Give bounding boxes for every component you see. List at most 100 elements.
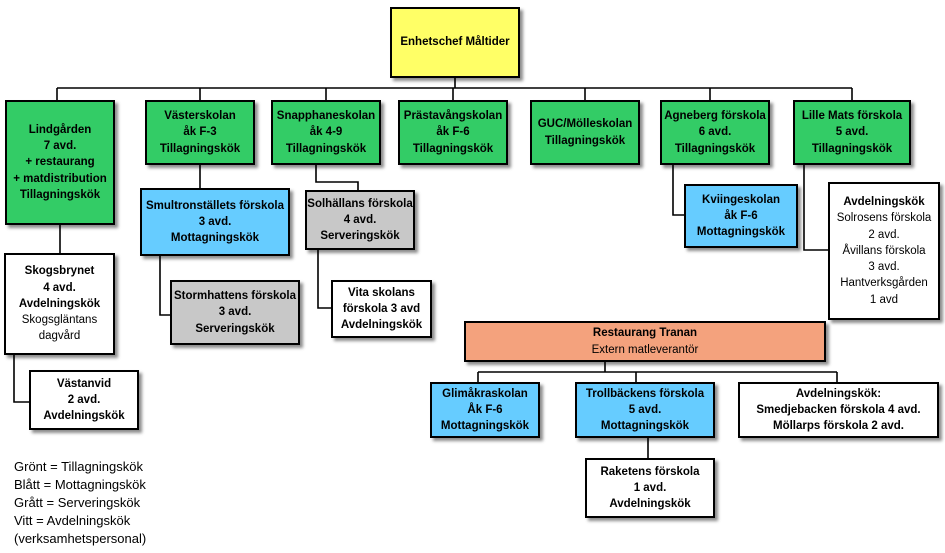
box-line: 6 avd. [698,126,732,139]
box-line: Smultronställets förskola [145,199,285,212]
color-legend: Grönt = Tillagningskök Blått = Mottagnin… [14,458,146,548]
box-line: Möllarps förskola 2 avd. [772,420,904,433]
link-lillemats-avdkok [803,165,828,251]
box-line: åk F-6 [724,209,758,222]
box-line: åk F-3 [183,126,217,139]
box-line: Tillagningskök [544,134,626,147]
box-line: Tillagningskök [159,142,241,155]
box-line: Avdelningskök [43,410,125,423]
box-line: GUC/Mölleskolan [537,118,633,131]
box-line: Agneberg förskola [664,110,766,122]
box-line: Prästavångskolan [403,110,503,122]
box-line: 4 avd. [343,213,377,226]
box-line: 7 avd. [43,140,77,152]
box-line: Trollbäckens förskola [585,387,705,400]
box-line: Mottagningskök [440,420,530,433]
box-line: Tillagningskök [674,142,756,155]
box-line: 3 avd. [868,261,900,274]
box-line: Västerskolan [164,110,236,122]
box-line: Stormhattens förskola [173,290,297,302]
link-solhallan-vita [317,250,331,309]
box-line: Lille Mats förskola [801,110,903,122]
box-line: Åk F-6 [467,403,503,416]
box-line: 5 avd. [835,126,869,139]
box-line: Avdelningskök: [795,387,882,400]
box-line: Lindgården [28,123,92,136]
box-line: Snapphaneskolan [276,110,376,122]
box-line: Avdelningskök [340,319,423,332]
box-line: 1 avd [869,293,899,306]
box-line: Serveringskök [320,230,400,243]
node-solhallan: Solhällans förskola 4 avd. Serveringskök [305,190,415,250]
box-line: Västanvid [56,377,112,390]
box-line: + matdistribution [13,172,107,185]
box-line: Tillagningskök [19,188,101,201]
legend-note: (verksamhetspersonal) [14,531,147,546]
box-line: 2 avd. [67,393,101,406]
box-line: Tillagningskök [811,142,893,155]
box-line: Skogsgläntans [21,314,98,327]
link-skogsbrynet-vastanvid [13,355,29,403]
node-raketens: Raketens förskola 1 avd. Avdelningskök [585,458,715,518]
box-line: Åvillans förskola [842,244,926,257]
box-line: Extern matleverantör [591,343,699,356]
box-line: Mottagningskök [696,226,786,239]
box-line: förskola 3 avd [342,302,421,315]
node-enhetschef: Enhetschef Måltider [390,7,520,78]
box-line: Smedjebacken förskola 4 avd. [756,403,921,416]
box-line: 3 avd. [198,215,232,228]
box-line: Enhetschef Måltider [400,36,510,49]
box-line: åk F-6 [436,126,470,139]
box-line: Restaurang Tranan [592,327,698,340]
node-lille-mats: Lille Mats förskola 5 avd. Tillagningskök [793,100,911,165]
node-vastanvid: Västanvid 2 avd. Avdelningskök [29,370,139,430]
box-line: dagvård [38,330,81,343]
box-line: Glimåkraskolan [442,387,528,400]
legend-blue: Blått = Mottagningskök [14,477,146,492]
link-smultron-stormhatten [159,256,170,316]
box-line: Kviingeskolan [702,193,780,206]
box-line: Mottagningskök [170,232,260,245]
box-line: Serveringskök [195,322,275,335]
box-line: Vita skolans [348,286,415,299]
box-line: Skogsbrynet [24,265,95,278]
box-line: Raketens förskola [600,465,700,478]
node-trollbackens: Trollbäckens förskola 5 avd. Mottagningskö… [575,382,715,438]
box-line: 2 avd. [868,228,900,241]
box-line: Avdelningskök [609,498,691,511]
box-line: 1 avd. [633,481,667,494]
box-line: Avdelningskök [843,195,925,208]
box-line: Solrosens förskola [836,212,932,225]
legend-white: Vitt = Avdelningskök [14,513,131,528]
node-smedjebacken: Avdelningskök: Smedjebacken förskola 4 av… [738,382,939,438]
node-agneberg: Agneberg förskola 6 avd. Tillagningskök [660,100,770,165]
box-line: Mottagningskök [600,420,690,433]
box-line: åk 4-9 [309,126,343,139]
box-line: 3 avd. [218,306,252,319]
box-line: Solhällans förskola [307,197,413,210]
box-line: Tillagningskök [412,142,494,155]
box-line: 5 avd. [628,403,662,416]
node-stormhatten: Stormhattens förskola 3 avd. Serveringskök [170,280,300,345]
box-line: Tillagningskök [285,142,367,155]
legend-green: Grönt = Tillagningskök [14,459,143,474]
box-line: Hantverksgården [840,277,928,290]
node-smultronstallet: Smultronställets förskola 3 avd. Mottagnin… [140,188,290,256]
link-snapphane-solhallan [315,165,359,190]
box-line: 4 avd. [43,281,76,294]
box-line: Avdelningskök [18,297,101,310]
link-agneberg-kviinge [672,165,684,216]
legend-grey: Grått = Serveringskök [14,495,141,510]
box-line: + restaurang [25,156,95,169]
